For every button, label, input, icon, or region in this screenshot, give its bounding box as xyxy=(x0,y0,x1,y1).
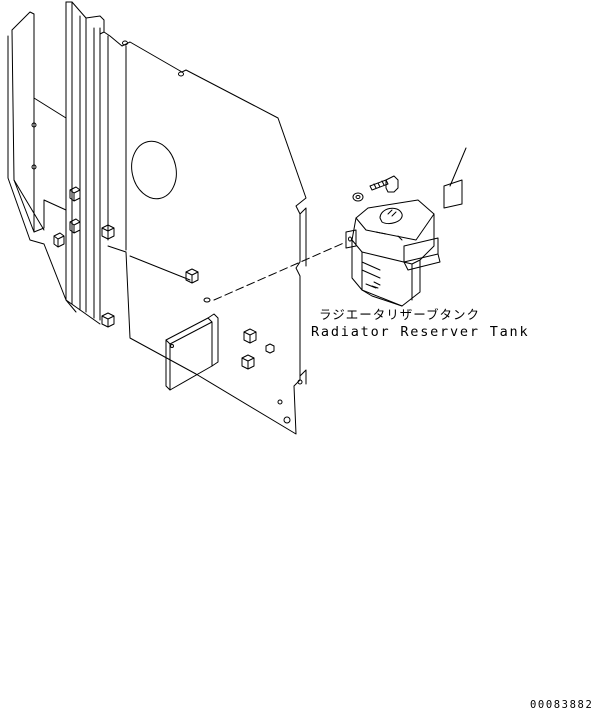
label-leader-line xyxy=(449,147,467,187)
large-round-hole xyxy=(131,140,177,200)
bolt xyxy=(369,175,399,193)
washer xyxy=(352,192,364,202)
small-holes xyxy=(31,40,303,424)
part-name-english: Radiator Reserver Tank xyxy=(311,324,530,340)
caution-label xyxy=(443,179,463,209)
weld-nuts xyxy=(53,186,275,370)
main-mounting-plate xyxy=(103,31,307,435)
drawing-number: 00083882 xyxy=(530,699,594,711)
vertical-frame xyxy=(65,1,105,325)
assembly-dashed-line xyxy=(213,241,347,301)
mounting-bracket xyxy=(165,313,219,391)
radiator-reserve-tank xyxy=(345,199,441,307)
part-name-japanese: ラジエータリザーブタンク xyxy=(319,307,481,322)
